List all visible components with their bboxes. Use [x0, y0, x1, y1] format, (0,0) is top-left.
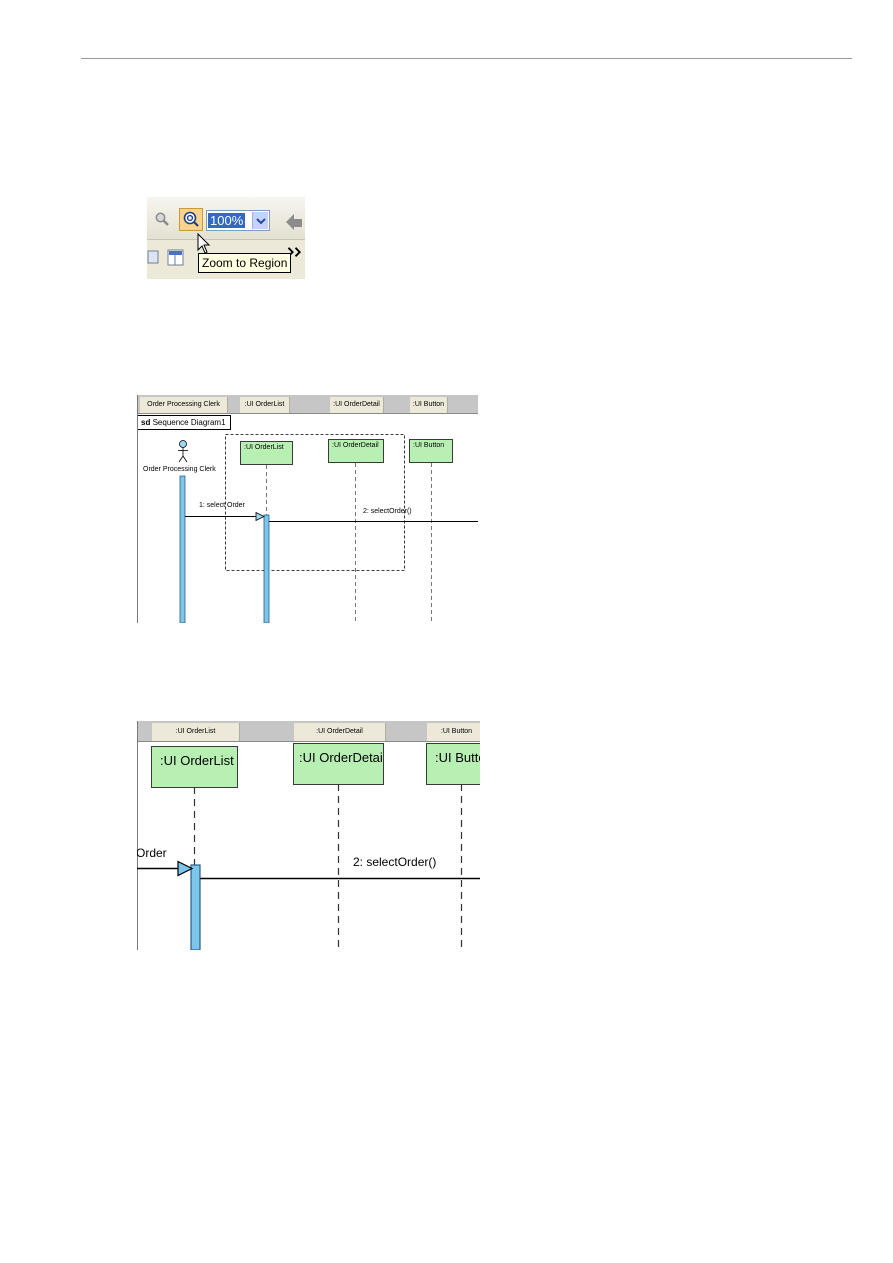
diagram-shape-icon[interactable]	[147, 249, 164, 266]
header-cell-button: :UI Button	[410, 397, 448, 413]
activation-bar-orderlist	[263, 514, 270, 623]
table-shape-icon[interactable]	[167, 249, 184, 266]
zoom-level-select[interactable]: 100%	[206, 210, 270, 231]
header-cell-button: :UI Button	[427, 723, 480, 741]
lifeline-box-orderdetail[interactable]: :UI OrderDetail	[328, 439, 384, 463]
navigate-back-icon[interactable]	[282, 210, 304, 232]
message-arrowhead-1	[177, 860, 194, 877]
lifeline-box-orderlist[interactable]: :UI OrderList	[240, 441, 293, 465]
message-label-2: 2: selectOrder()	[353, 855, 437, 869]
message-label-1: Order	[137, 846, 167, 860]
zoom-to-region-tooltip: Zoom to Region	[198, 253, 292, 273]
zoom-region-icon	[183, 211, 199, 227]
zoom-toolbar: 100% Zoom to Region	[147, 197, 305, 279]
sequence-diagram-zoomed: :UI OrderList :UI OrderDetail :UI Button…	[137, 721, 480, 950]
lifeline-box-orderlist[interactable]: :UI OrderList	[151, 746, 238, 788]
header-cell-orderlist: :UI OrderList	[152, 723, 240, 741]
zoom-level-value: 100%	[208, 213, 246, 228]
lifeline-box-orderdetail[interactable]: :UI OrderDetail	[293, 743, 384, 785]
canvas-left-edge	[137, 395, 138, 623]
frame-keyword: sd	[141, 418, 151, 427]
diagram1-graphics	[178, 434, 478, 623]
activation-bar-clerk	[179, 475, 186, 623]
header-cell-orderlist: :UI OrderList	[240, 397, 290, 413]
message-arrowhead-1	[255, 511, 265, 522]
lifeline-box-button[interactable]: :UI Button	[426, 743, 480, 785]
actor-label: Order Processing Clerk	[143, 466, 216, 473]
lifeline-box-button[interactable]: :UI Button	[409, 439, 453, 463]
zoom-region-selection	[225, 434, 405, 571]
lifeline-header-bar: :UI OrderList :UI OrderDetail :UI Button	[137, 721, 480, 742]
message-label-1: 1: select Order	[199, 502, 245, 509]
chevron-down-icon[interactable]	[252, 212, 268, 229]
header-cell-orderdetail: :UI OrderDetail	[330, 397, 384, 413]
frame-name: Sequence Diagram1	[152, 418, 226, 427]
actor-icon	[178, 440, 188, 463]
zoom-to-region-button[interactable]	[179, 208, 203, 231]
frame-label: sd Sequence Diagram1	[138, 415, 231, 430]
zoom-icon[interactable]	[155, 212, 169, 226]
diagram2-graphics	[137, 784, 480, 950]
sequence-diagram-overview: Order Processing Clerk :UI OrderList :UI…	[137, 395, 478, 623]
mouse-cursor-icon	[197, 232, 211, 254]
canvas-left-edge	[137, 721, 138, 950]
lifeline-header-bar: Order Processing Clerk :UI OrderList :UI…	[137, 395, 478, 414]
page-header-rule	[81, 58, 852, 59]
header-cell-orderdetail: :UI OrderDetail	[294, 723, 386, 741]
header-cell-clerk: Order Processing Clerk	[140, 397, 228, 413]
activation-bar-orderlist	[190, 864, 201, 950]
message-label-2: 2: selectOrder()	[363, 508, 412, 515]
